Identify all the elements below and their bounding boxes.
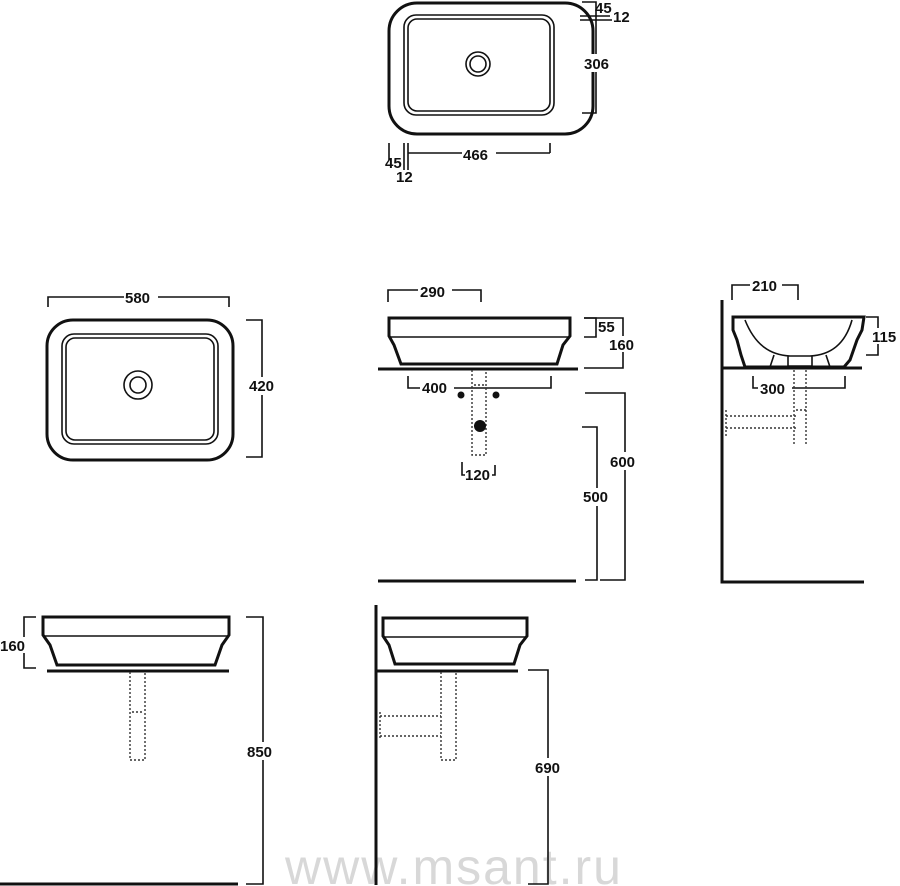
drain-icon — [123, 370, 153, 400]
top-view-small: 306 45 12 466 45 12 — [385, 0, 630, 186]
dim-line-120 — [461, 462, 496, 476]
dim-466: 466 — [463, 147, 488, 164]
trap-outlet-icon — [474, 420, 486, 432]
bowl-section — [744, 319, 853, 368]
side-view: 210 115 300 — [720, 278, 900, 584]
dim-600: 600 — [610, 454, 635, 471]
basin-profile — [731, 315, 866, 369]
front-view-low: 160 850 — [0, 615, 276, 886]
rim-lines — [580, 15, 612, 21]
dim-line-600 — [585, 392, 626, 581]
dim-160: 160 — [0, 638, 25, 655]
front-view: 290 55 160 400 120 600 500 — [378, 283, 640, 583]
drain-inner — [469, 55, 487, 73]
dim-420: 420 — [249, 378, 274, 395]
dim-306: 306 — [584, 56, 609, 73]
dim-120: 120 — [465, 467, 490, 484]
bowl-outline — [403, 14, 555, 116]
dim-line-400 — [407, 376, 552, 389]
bowl-inner-outline — [407, 18, 551, 112]
dim-500: 500 — [583, 489, 608, 506]
dim-300: 300 — [760, 381, 785, 398]
watermark: www.msant.ru — [284, 839, 623, 886]
dim-line-690 — [528, 669, 549, 885]
bowl-outline — [61, 333, 219, 445]
dim-580: 580 — [125, 290, 150, 307]
bolt-left-icon — [457, 391, 465, 399]
dim-210: 210 — [752, 278, 777, 295]
basin-profile — [41, 615, 231, 667]
dim-12-bottom: 12 — [396, 169, 413, 186]
dim-line-55 — [584, 317, 597, 338]
dim-line-300 — [752, 376, 846, 389]
dim-850: 850 — [247, 744, 272, 761]
dim-160: 160 — [609, 337, 634, 354]
bolt-right-icon — [492, 391, 500, 399]
dim-290: 290 — [420, 284, 445, 301]
dim-line-466 — [388, 143, 551, 170]
basin-profile — [387, 316, 572, 366]
drain-pipe-dashed — [379, 672, 457, 761]
dim-45-top: 45 — [595, 0, 612, 17]
top-view-large: 580 420 — [45, 289, 276, 462]
basin-outline — [45, 318, 235, 462]
dim-45-bottom: 45 — [385, 155, 402, 172]
drain-icon — [465, 51, 491, 77]
dim-12-top: 12 — [613, 9, 630, 26]
dim-55: 55 — [598, 319, 615, 336]
drain-pipe-dashed — [129, 672, 146, 761]
dim-400: 400 — [422, 380, 447, 397]
drain-pipe-dashed — [471, 370, 487, 456]
wall-and-floor — [720, 300, 864, 584]
bowl-inner-outline — [65, 337, 215, 441]
side-view-low: 690 — [374, 605, 563, 885]
basin-profile — [381, 616, 529, 666]
drain-pipe-dashed — [725, 370, 807, 445]
drain-inner — [129, 376, 147, 394]
dim-115: 115 — [872, 329, 896, 346]
dim-690: 690 — [535, 760, 560, 777]
